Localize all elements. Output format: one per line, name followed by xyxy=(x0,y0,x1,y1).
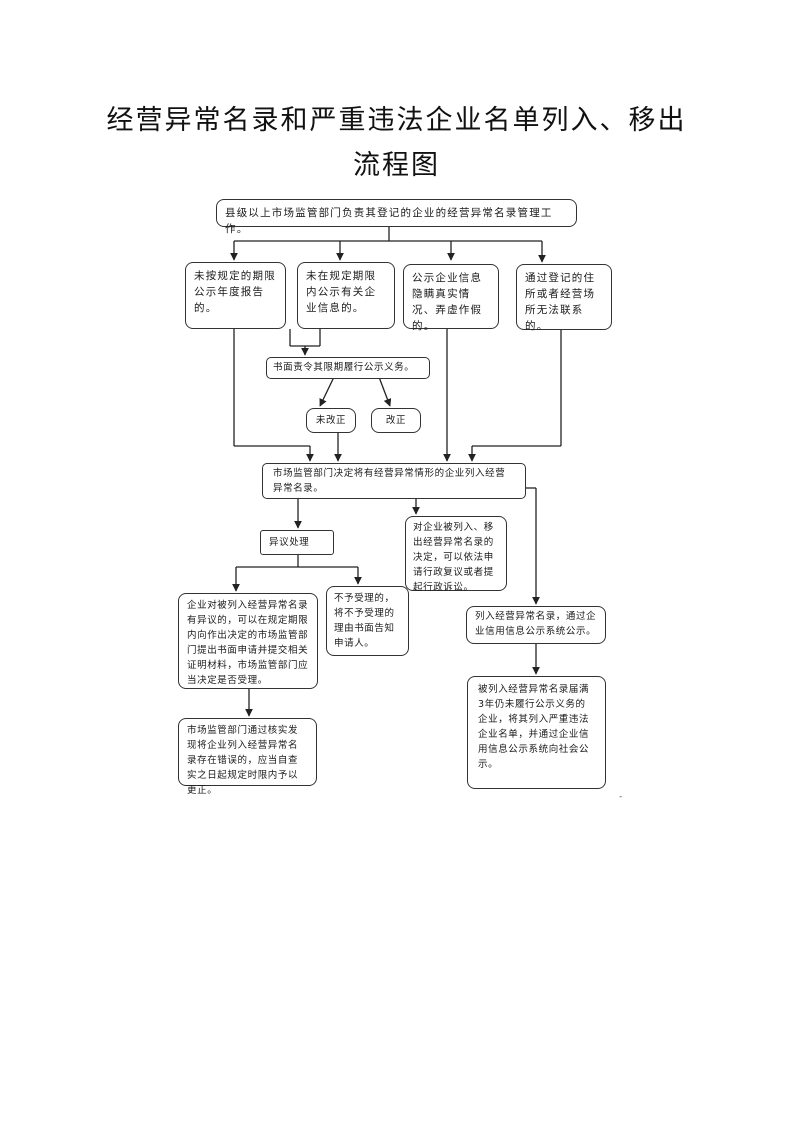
flow-box-not-accepted: 不予受理的，将不予受理的理由书面告知申请人。 xyxy=(326,586,409,656)
flow-box-objection: 异议处理 xyxy=(260,530,334,555)
arrow-to-not-corrected xyxy=(319,376,335,407)
flow-box-objection-process: 企业对被列入经营异常名录有异议的，可以在规定期限内向作出决定的市场监管部门提出书… xyxy=(178,593,318,689)
flow-box-corrected: 改正 xyxy=(371,408,421,433)
page-title-line-2: 流程图 xyxy=(353,150,440,181)
flow-box-top: 县级以上市场监管部门负责其登记的企业的经营异常名录管理工作。 xyxy=(216,199,577,235)
flow-box-review: 对企业被列入、移出经营异常名录的决定，可以依法申请行政复议或者提起行政诉讼。 xyxy=(405,516,507,593)
page-mark: - xyxy=(619,792,623,802)
flow-box-cond1: 未按规定的期限公示年度报告的。 xyxy=(185,262,286,329)
flow-box-publicize: 列入经营异常名录，通过企业信用信息公示系统公示。 xyxy=(466,606,606,644)
flowchart: 县级以上市场监管部门负责其登记的企业的经营异常名录管理工作。 未按规定的期限公示… xyxy=(174,186,626,796)
flow-box-not-corrected: 未改正 xyxy=(306,408,356,433)
flow-box-decision: 市场监管部门决定将有经营异常情形的企业列入经营异常名录。 xyxy=(262,463,526,499)
flow-box-self-correct: 市场监管部门通过核实发现将企业列入经营异常名录存在错误的，应当自查实之日起规定时… xyxy=(178,718,317,796)
flow-box-cond2: 未在规定期限内公示有关企业信息的。 xyxy=(297,262,395,329)
flow-box-cond4: 通过登记的住所或者经营场所无法联系的。 xyxy=(516,264,612,332)
arrow-to-corrected xyxy=(378,376,392,407)
flow-box-cond3: 公示企业信息隐瞒真实情况、弄虚作假的。 xyxy=(403,264,499,332)
flow-box-serious: 被列入经营异常名录届满3年仍未履行公示义务的企业，将其列入严重违法企业名单，并通… xyxy=(467,676,606,789)
flowchart-connectors xyxy=(230,227,562,717)
page-title-line-1: 经营异常名录和严重违法企业名单列入、移出 xyxy=(106,105,687,136)
flow-box-order: 书面责令其限期履行公示义务。 xyxy=(266,357,430,379)
